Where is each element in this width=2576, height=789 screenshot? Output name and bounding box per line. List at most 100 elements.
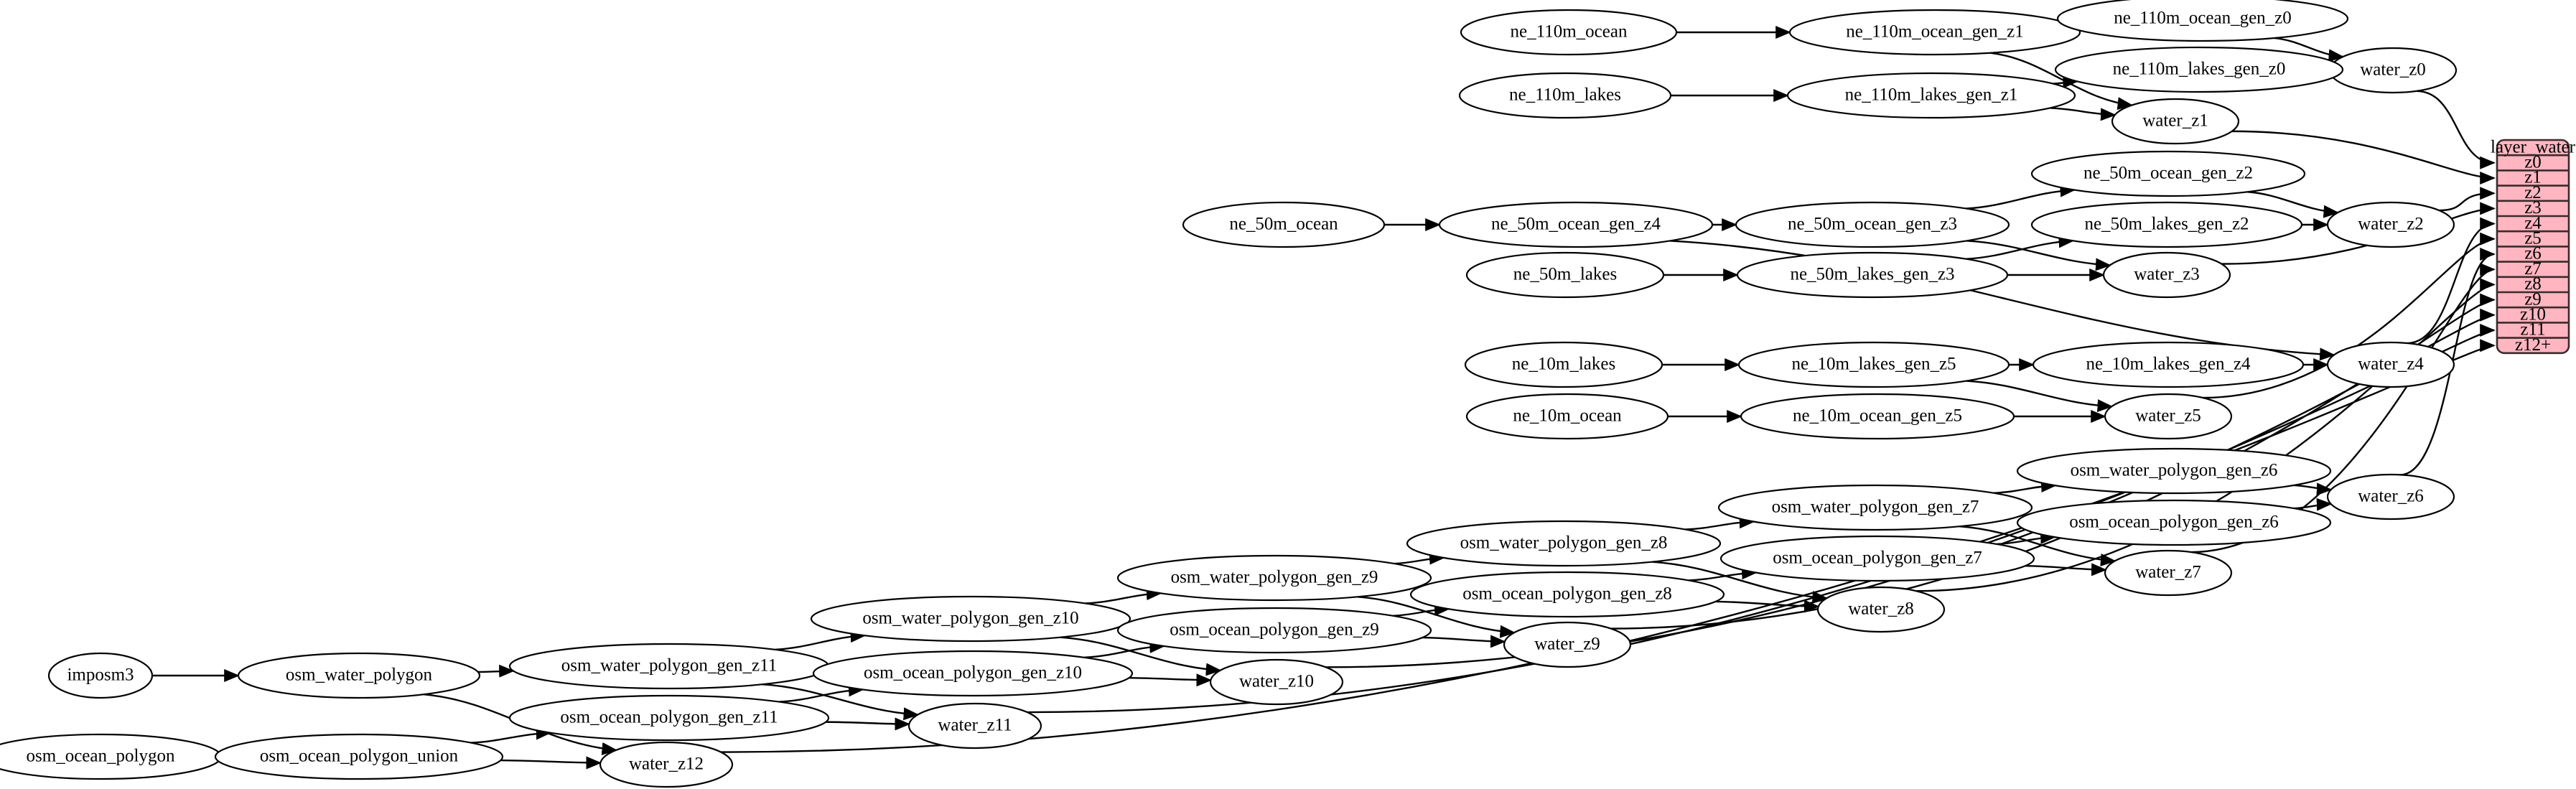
legend-row-z7[interactable]: z7 (2524, 259, 2542, 279)
legend-row-z4[interactable]: z4 (2524, 213, 2542, 233)
node-water_z1[interactable]: water_z1 (2111, 98, 2240, 145)
edge-osm_ocean_polygon_union-to-water_z12 (500, 756, 602, 770)
node-ne_110m_ocean_gen_z0[interactable]: ne_110m_ocean_gen_z0 (2056, 0, 2349, 42)
edge-water_z4-to-layer_water.z4 (2407, 217, 2496, 345)
node-label: ne_50m_ocean_gen_z3 (1788, 215, 1957, 234)
node-osm_ocean_polygon_gen_z10[interactable]: osm_ocean_polygon_gen_z10 (812, 650, 1134, 697)
node-osm_ocean_polygon_union[interactable]: osm_ocean_polygon_union (214, 733, 504, 780)
legend-row-z10[interactable]: z10 (2520, 305, 2546, 325)
legend-row-z8[interactable]: z8 (2524, 274, 2542, 294)
node-ne_110m_ocean[interactable]: ne_110m_ocean (1460, 9, 1678, 56)
node-ne_10m_lakes_gen_z4[interactable]: ne_10m_lakes_gen_z4 (2032, 341, 2305, 388)
node-osm_water_polygon_gen_z8[interactable]: osm_water_polygon_gen_z8 (1406, 520, 1722, 567)
edge-osm_water_polygon_gen_z7-to-water_z7 (1959, 525, 2117, 566)
legend-row-z6[interactable]: z6 (2524, 244, 2542, 263)
node-osm_water_polygon_gen_z11[interactable]: osm_water_polygon_gen_z11 (508, 643, 830, 690)
node-water_z7[interactable]: water_z7 (2104, 549, 2233, 597)
node-label: ne_10m_lakes_gen_z5 (1791, 355, 1956, 374)
node-ellipse (1438, 201, 1714, 248)
node-ne_50m_ocean_gen_z2[interactable]: ne_50m_ocean_gen_z2 (2030, 150, 2306, 197)
node-label: ne_50m_lakes_gen_z2 (2084, 215, 2249, 234)
node-water_z6[interactable]: water_z6 (2326, 473, 2455, 520)
node-ne_50m_ocean[interactable]: ne_50m_ocean (1182, 201, 1386, 248)
node-ellipse (812, 650, 1134, 697)
legend-row-z2[interactable]: z2 (2524, 183, 2542, 202)
node-ne_50m_lakes_gen_z2[interactable]: ne_50m_lakes_gen_z2 (2030, 201, 2303, 248)
node-label: ne_110m_lakes (1509, 85, 1621, 105)
node-label: ne_110m_lakes_gen_z1 (1845, 85, 2018, 105)
node-osm_ocean_polygon_gen_z7[interactable]: osm_ocean_polygon_gen_z7 (1719, 535, 2035, 582)
node-osm_ocean_polygon_gen_z9[interactable]: osm_ocean_polygon_gen_z9 (1116, 607, 1432, 654)
node-imposm3[interactable]: imposm3 (47, 652, 154, 699)
node-water_z3[interactable]: water_z3 (2102, 251, 2231, 299)
node-osm_water_polygon_gen_z9[interactable]: osm_water_polygon_gen_z9 (1116, 554, 1432, 602)
node-osm_water_polygon_gen_z7[interactable]: osm_water_polygon_gen_z7 (1717, 484, 2033, 531)
node-label: water_z5 (2135, 406, 2201, 426)
node-ellipse (2104, 549, 2233, 597)
layer-water-record[interactable]: layer_waterz0z1z2z3z4z5z6z7z8z9z10z11z12… (2491, 137, 2576, 355)
node-ellipse (1788, 9, 2081, 56)
node-water_z8[interactable]: water_z8 (1816, 586, 1946, 633)
node-water_z11[interactable]: water_z11 (907, 702, 1042, 750)
node-ellipse (1116, 607, 1432, 654)
legend-row-z3[interactable]: z3 (2524, 198, 2542, 218)
edge-ne_110m_lakes_gen_z1-to-ne_110m_lakes_gen_z0 (2053, 75, 2079, 88)
legend-row-z1[interactable]: z1 (2524, 168, 2542, 187)
node-osm_ocean_polygon_gen_z8[interactable]: osm_ocean_polygon_gen_z8 (1409, 571, 1725, 618)
node-ne_110m_lakes[interactable]: ne_110m_lakes (1458, 72, 1672, 119)
node-ellipse (2102, 251, 2231, 299)
legend-row-z11[interactable]: z11 (2520, 320, 2545, 340)
legend-header[interactable]: layer_water (2491, 137, 2576, 157)
node-label: water_z9 (1534, 635, 1600, 654)
node-label: imposm3 (67, 666, 134, 685)
node-ne_10m_ocean[interactable]: ne_10m_ocean (1465, 393, 1669, 440)
node-osm_water_polygon[interactable]: osm_water_polygon (237, 652, 481, 699)
node-ne_10m_ocean_gen_z5[interactable]: ne_10m_ocean_gen_z5 (1740, 393, 2015, 440)
edge-water_z0-to-layer_water.z0 (2416, 90, 2496, 169)
legend-row-z12+[interactable]: z12+ (2515, 335, 2551, 355)
node-water_z5[interactable]: water_z5 (2104, 393, 2233, 440)
node-osm_water_polygon_gen_z10[interactable]: osm_water_polygon_gen_z10 (810, 595, 1131, 643)
node-ellipse (1786, 72, 2076, 119)
node-label: osm_ocean_polygon_gen_z11 (560, 708, 778, 727)
node-water_z9[interactable]: water_z9 (1503, 621, 1632, 668)
node-ellipse (1182, 201, 1386, 248)
node-label: ne_10m_ocean_gen_z5 (1793, 406, 1962, 426)
node-osm_water_polygon_gen_z6[interactable]: osm_water_polygon_gen_z6 (2016, 447, 2332, 495)
node-ne_50m_ocean_gen_z4[interactable]: ne_50m_ocean_gen_z4 (1438, 201, 1714, 248)
node-ne_50m_lakes[interactable]: ne_50m_lakes (1465, 251, 1665, 299)
node-ellipse (1737, 341, 2010, 388)
node-water_z2[interactable]: water_z2 (2326, 201, 2455, 248)
node-ne_10m_lakes[interactable]: ne_10m_lakes (1464, 341, 1663, 388)
node-ne_50m_ocean_gen_z3[interactable]: ne_50m_ocean_gen_z3 (1735, 201, 2010, 248)
node-osm_ocean_polygon_gen_z6[interactable]: osm_ocean_polygon_gen_z6 (2016, 499, 2332, 546)
node-ne_110m_lakes_gen_z0[interactable]: ne_110m_lakes_gen_z0 (2054, 46, 2344, 93)
node-label: osm_water_polygon_gen_z8 (1460, 533, 1668, 553)
edge-ne_110m_ocean_gen_z1-to-water_z1 (1990, 52, 2134, 111)
node-label: ne_110m_ocean_gen_z1 (1846, 22, 2024, 42)
edge-osm_ocean_polygon_gen_z11-to-water_z11 (826, 717, 911, 731)
node-ne_110m_lakes_gen_z1[interactable]: ne_110m_lakes_gen_z1 (1786, 72, 2076, 119)
edge-osm_water_polygon_gen_z9-to-osm_water_polygon_gen_z8 (1394, 551, 1445, 565)
node-water_z10[interactable]: water_z10 (1209, 658, 1344, 706)
node-osm_ocean_polygon_gen_z11[interactable]: osm_ocean_polygon_gen_z11 (508, 694, 830, 742)
node-label: ne_10m_lakes (1512, 355, 1615, 374)
node-ne_50m_lakes_gen_z3[interactable]: ne_50m_lakes_gen_z3 (1736, 251, 2009, 299)
node-ne_10m_lakes_gen_z5[interactable]: ne_10m_lakes_gen_z5 (1737, 341, 2010, 388)
node-ellipse (2056, 0, 2349, 42)
node-water_z0[interactable]: water_z0 (2328, 47, 2458, 94)
legend-row-z0[interactable]: z0 (2524, 153, 2542, 172)
legend-row-z9[interactable]: z9 (2524, 289, 2542, 309)
edge-ne_110m_lakes_gen_z1-to-water_z1 (2050, 107, 2117, 121)
node-ellipse (810, 595, 1131, 643)
legend-row-z5[interactable]: z5 (2524, 229, 2542, 248)
legend-group[interactable]: layer_waterz0z1z2z3z4z5z6z7z8z9z10z11z12… (2491, 137, 2576, 355)
edge-osm_water_polygon_gen_z8-to-osm_water_polygon_gen_z7 (1685, 515, 1755, 531)
node-ellipse (214, 733, 504, 780)
node-osm_ocean_polygon[interactable]: osm_ocean_polygon (0, 733, 223, 780)
node-ne_110m_ocean_gen_z1[interactable]: ne_110m_ocean_gen_z1 (1788, 9, 2081, 56)
node-label: osm_water_polygon (286, 666, 433, 685)
node-water_z12[interactable]: water_z12 (599, 741, 734, 788)
node-label: water_z3 (2134, 265, 2200, 284)
node-water_z4[interactable]: water_z4 (2326, 341, 2455, 388)
